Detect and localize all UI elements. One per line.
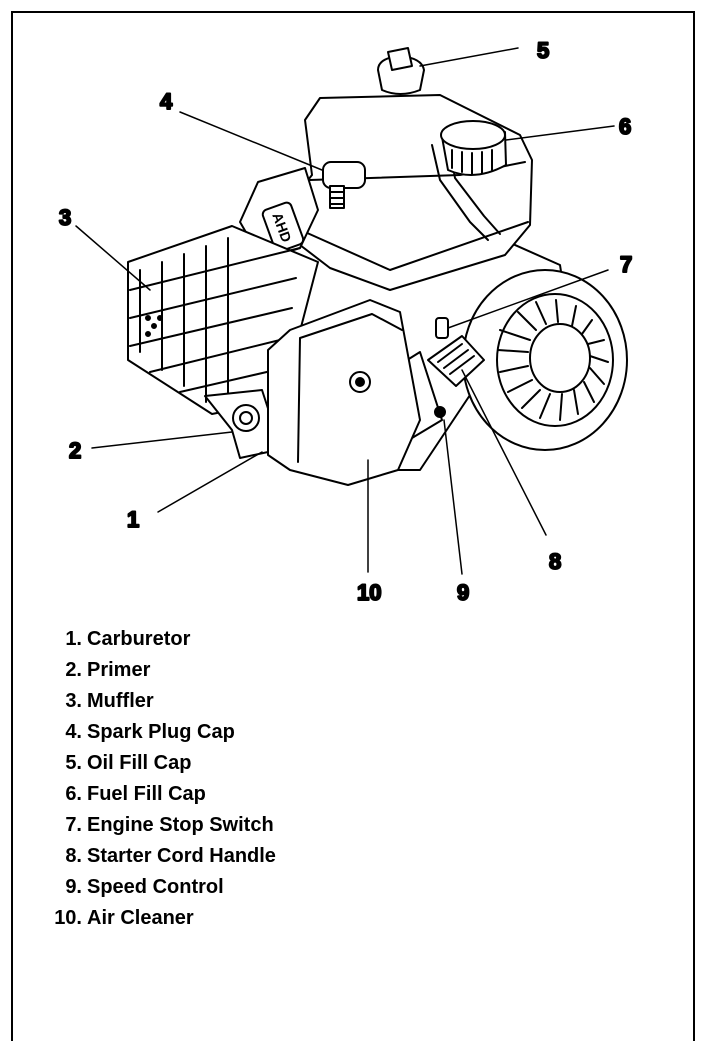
legend-item: 3.Muffler bbox=[50, 686, 276, 717]
leader-line-2 bbox=[91, 431, 233, 449]
leader-line-6 bbox=[505, 125, 615, 141]
legend-number: 9. bbox=[65, 876, 82, 898]
legend-number: 2. bbox=[65, 659, 82, 681]
legend-number: 10. bbox=[54, 907, 82, 929]
legend-item: 7.Engine Stop Switch bbox=[50, 810, 276, 841]
callout-1: 1 bbox=[127, 507, 139, 532]
callout-10: 10 bbox=[357, 580, 381, 605]
legend-label: Primer bbox=[87, 659, 151, 681]
engine-stop-switch bbox=[435, 317, 449, 339]
legend-item: 4.Spark Plug Cap bbox=[50, 717, 276, 748]
callout-9: 9 bbox=[457, 580, 469, 605]
fuel-fill-cap bbox=[440, 120, 507, 176]
figure-frame bbox=[11, 11, 695, 1041]
parts-legend: 1.Carburetor 2.Primer 3.Muffler 4.Spark … bbox=[50, 624, 276, 934]
callout-2: 2 bbox=[69, 438, 81, 463]
leader-line-5 bbox=[419, 47, 519, 67]
legend-item: 9.Speed Control bbox=[50, 872, 276, 903]
callout-7: 7 bbox=[620, 252, 632, 277]
legend-label: Spark Plug Cap bbox=[87, 721, 235, 743]
leader-line-8 bbox=[461, 369, 547, 536]
legend-number: 6. bbox=[65, 783, 82, 805]
legend-number: 7. bbox=[65, 814, 82, 836]
recoil-starter bbox=[462, 269, 628, 451]
fuel-tank-lower-line bbox=[304, 221, 529, 271]
legend-item: 10.Air Cleaner bbox=[50, 903, 276, 934]
legend-item: 8.Starter Cord Handle bbox=[50, 841, 276, 872]
legend-label: Fuel Fill Cap bbox=[87, 783, 206, 805]
legend-label: Oil Fill Cap bbox=[87, 752, 192, 774]
air-cleaner bbox=[267, 299, 421, 486]
legend-label: Engine Stop Switch bbox=[87, 814, 274, 836]
oil-fill-cap bbox=[377, 47, 425, 95]
legend-label: Carburetor bbox=[87, 628, 191, 650]
legend-label: Starter Cord Handle bbox=[87, 845, 276, 867]
legend-label: Speed Control bbox=[87, 876, 224, 898]
legend-number: 1. bbox=[65, 628, 82, 650]
callout-4: 4 bbox=[160, 89, 173, 114]
legend-item: 2.Primer bbox=[50, 655, 276, 686]
callout-8: 8 bbox=[549, 549, 561, 574]
starter-cord-handle bbox=[427, 335, 485, 387]
legend-label: Muffler bbox=[87, 690, 154, 712]
leader-line-7 bbox=[447, 269, 609, 329]
callout-5: 5 bbox=[537, 38, 549, 63]
legend-number: 4. bbox=[65, 721, 82, 743]
carburetor-primer bbox=[204, 389, 276, 459]
legend-item: 5.Oil Fill Cap bbox=[50, 748, 276, 779]
spark-plug-cap bbox=[322, 161, 366, 209]
legend-number: 8. bbox=[65, 845, 82, 867]
leader-line-1 bbox=[157, 451, 263, 513]
callout-6: 6 bbox=[619, 114, 631, 139]
engine-diagram: AHD bbox=[58, 37, 633, 606]
leader-line-4 bbox=[179, 111, 323, 171]
leader-line-3 bbox=[75, 225, 151, 291]
leader-line-9 bbox=[443, 419, 463, 575]
legend-number: 3. bbox=[65, 690, 82, 712]
callout-3: 3 bbox=[59, 205, 71, 230]
leader-lines bbox=[75, 47, 615, 575]
legend-label: Air Cleaner bbox=[87, 907, 194, 929]
legend-item: 6.Fuel Fill Cap bbox=[50, 779, 276, 810]
legend-item: 1.Carburetor bbox=[50, 624, 276, 655]
legend-number: 5. bbox=[65, 752, 82, 774]
